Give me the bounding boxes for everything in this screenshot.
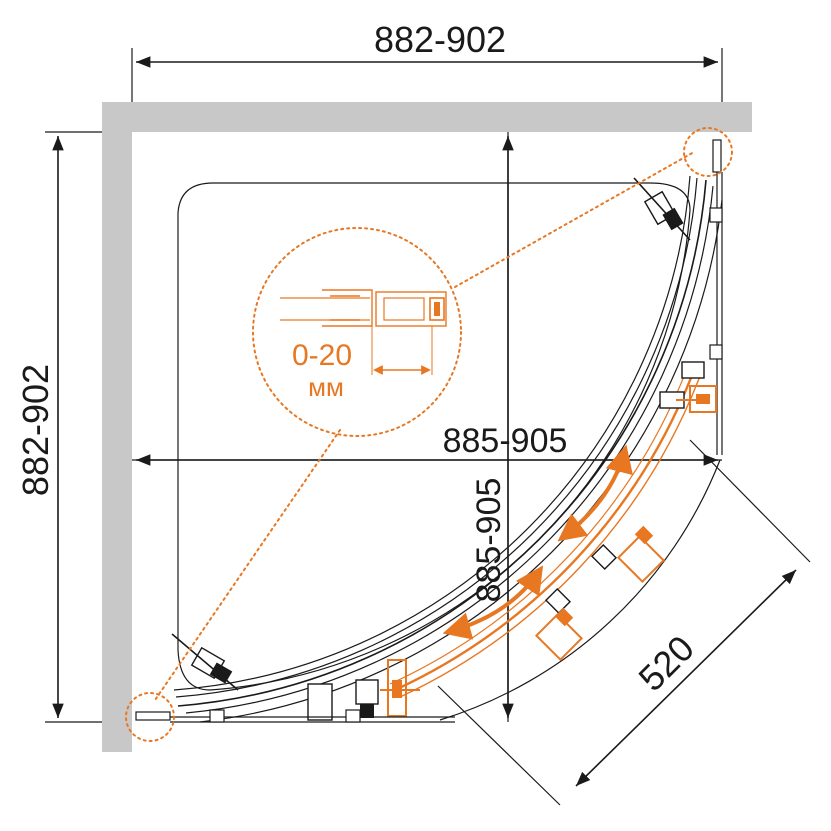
center-handle-hardware: [534, 525, 666, 662]
right-handle-hardware: [659, 361, 717, 413]
detail-marker-top-right: [683, 127, 733, 177]
shower-tray-outline: [177, 182, 691, 691]
bottom-handle-hardware: [307, 659, 420, 721]
top-width-label: 882-902: [374, 19, 506, 60]
extension-lines: [45, 48, 811, 806]
detail-callout-circle: [252, 227, 462, 437]
detail-unit-label: мм: [308, 372, 344, 402]
diagonal-label: 520: [630, 627, 701, 698]
slide-arrow-lower: [442, 565, 544, 640]
detail-callout-leaders: [154, 151, 695, 701]
top-roller-hardware: [633, 177, 691, 241]
dimension-diagonal-arrow: [575, 569, 797, 787]
wall-left: [102, 102, 132, 752]
inner-width-label: 885-905: [443, 422, 568, 460]
detail-profile-drawing: [280, 289, 447, 375]
bottom-roller-hardware: [171, 633, 239, 691]
detail-adjustment-label: 0-20: [292, 339, 352, 372]
sliding-door-highlight: [389, 365, 701, 698]
bottom-wall-profile: [135, 709, 455, 723]
curved-glass-panels: [173, 175, 723, 723]
slide-arrow-upper: [557, 444, 633, 542]
left-height-label: 882-902: [15, 364, 56, 496]
detail-marker-bottom-left: [125, 692, 175, 742]
wall-top: [102, 102, 752, 132]
